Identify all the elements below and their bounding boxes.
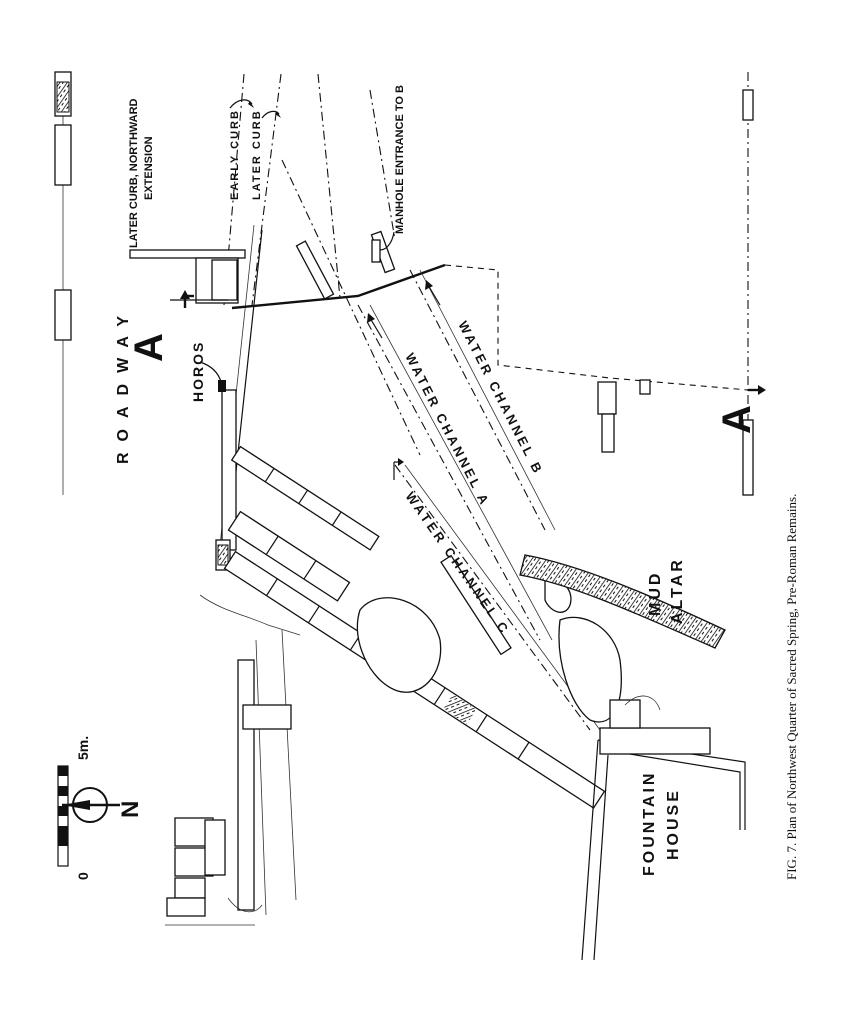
label-later-curb-northward: LATER CURB, NORTHWARD bbox=[128, 98, 140, 248]
leader-lines bbox=[199, 99, 395, 392]
upper-diagonals bbox=[281, 73, 421, 456]
west-structures bbox=[165, 594, 301, 926]
basins bbox=[356, 578, 622, 723]
top-detail-strip bbox=[54, 71, 72, 495]
east-structures bbox=[597, 379, 651, 453]
label-extension: EXTENSION bbox=[143, 136, 155, 200]
north-label: N bbox=[117, 801, 144, 818]
scale-five-label: 5m. bbox=[75, 736, 91, 760]
water-channel-a bbox=[357, 304, 553, 641]
section-mark-south: A bbox=[715, 405, 759, 434]
label-manhole: MANHOLE ENTRANCE TO B bbox=[394, 85, 406, 234]
label-channel-a: WATER CHANNEL A bbox=[402, 351, 493, 510]
label-house: HOUSE bbox=[665, 788, 682, 860]
fountain-house bbox=[581, 695, 746, 961]
section-markers: A A bbox=[127, 333, 759, 434]
label-altar: ALTAR bbox=[669, 557, 686, 624]
scale-zero-label: 0 bbox=[75, 872, 91, 880]
label-fountain: FOUNTAIN bbox=[641, 771, 658, 876]
label-horos: HOROS bbox=[190, 341, 206, 402]
curb-extension bbox=[129, 249, 246, 304]
north-arrow: N bbox=[62, 787, 144, 823]
label-roadway: ROADWAY bbox=[115, 305, 132, 464]
section-line-a bbox=[180, 263, 766, 395]
label-mud: MUD bbox=[647, 571, 664, 616]
scale-bar: 0 5m. bbox=[57, 736, 91, 880]
section-mark-north: A bbox=[127, 333, 171, 362]
label-early-curb: EARLY CURB bbox=[229, 109, 241, 200]
label-later-curb: LATER CURB bbox=[251, 109, 263, 200]
mud-altar bbox=[519, 554, 726, 649]
figure-caption: FIG. 7. Plan of Northwest Quarter of Sac… bbox=[784, 494, 799, 880]
channel-arrows bbox=[367, 280, 441, 480]
water-channel-b bbox=[409, 269, 556, 531]
plan-labels: ROADWAY HOROS LATER CURB, NORTHWARD EXTE… bbox=[115, 85, 686, 876]
east-boundary bbox=[742, 72, 754, 496]
